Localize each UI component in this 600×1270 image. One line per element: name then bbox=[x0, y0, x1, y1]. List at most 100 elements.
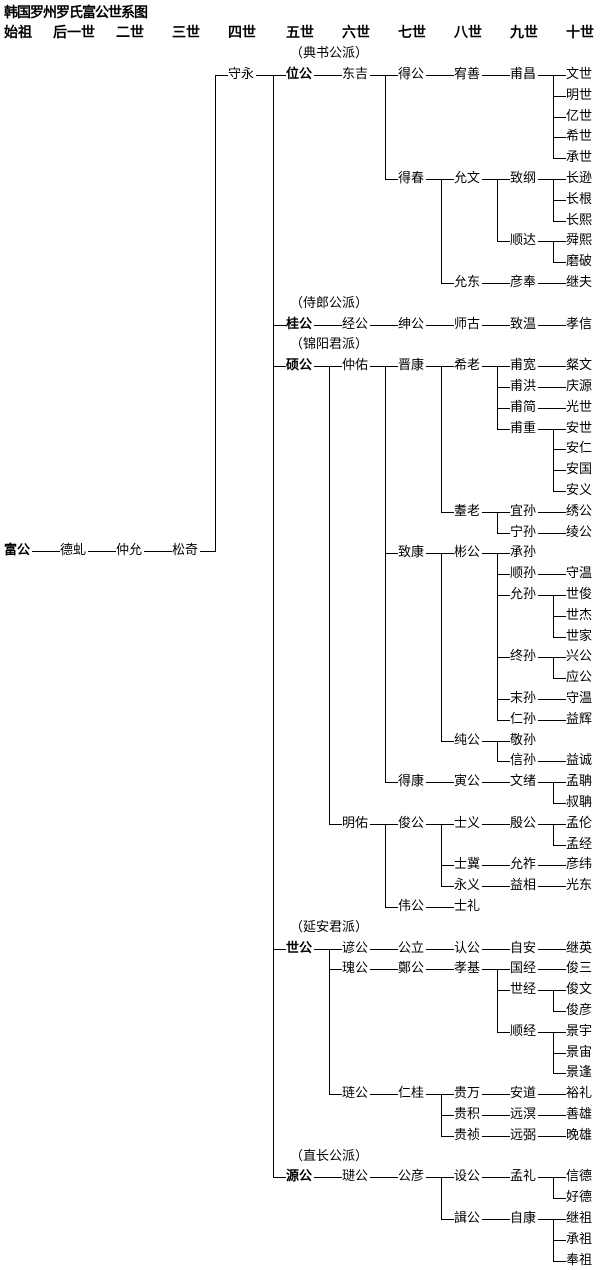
person-name: 彬公 bbox=[454, 545, 481, 562]
person-name: 文绪 bbox=[510, 774, 537, 791]
person-name: 经公 bbox=[342, 316, 369, 333]
connector-line bbox=[314, 75, 342, 76]
connector-line bbox=[553, 637, 566, 638]
person-name: 应公 bbox=[566, 670, 593, 687]
connector-line bbox=[426, 325, 454, 326]
connector-line bbox=[482, 969, 497, 970]
connector-line bbox=[553, 429, 566, 430]
person-name: 末孙 bbox=[510, 691, 537, 707]
connector-line bbox=[553, 470, 566, 471]
person-name: 守温 bbox=[566, 691, 593, 707]
branch-label: （锦阳君派） bbox=[290, 337, 369, 353]
person-name: 终孙 bbox=[510, 649, 537, 666]
connector-line bbox=[426, 782, 454, 783]
connector-line bbox=[441, 179, 442, 284]
connector-line bbox=[553, 200, 566, 201]
person-name: 富公 bbox=[4, 543, 31, 559]
person-name: 位公 bbox=[286, 67, 313, 83]
generation-label: 四世 bbox=[228, 25, 256, 41]
person-name: 认公 bbox=[454, 940, 481, 957]
connector-line bbox=[497, 574, 510, 575]
connector-line bbox=[482, 283, 510, 284]
connector-line bbox=[538, 1094, 566, 1095]
connector-line bbox=[553, 179, 566, 180]
connector-line bbox=[441, 1094, 454, 1095]
connector-line bbox=[538, 949, 566, 950]
connector-line bbox=[482, 741, 497, 742]
person-name: 永义 bbox=[454, 878, 481, 895]
connector-line bbox=[441, 865, 454, 866]
connector-line bbox=[273, 1177, 286, 1178]
connector-line bbox=[426, 949, 454, 950]
connector-line bbox=[553, 75, 566, 76]
person-name: 谚公 bbox=[342, 940, 369, 957]
connector-line bbox=[538, 574, 566, 575]
person-name: 益相 bbox=[510, 878, 537, 895]
connector-line bbox=[553, 824, 566, 825]
connector-line bbox=[497, 741, 498, 762]
person-name: 敬孙 bbox=[510, 732, 537, 749]
person-name: 安世 bbox=[566, 420, 593, 437]
person-name: 益辉 bbox=[566, 711, 593, 728]
connector-line bbox=[553, 616, 566, 617]
person-name: 明世 bbox=[566, 87, 593, 104]
connector-line bbox=[497, 429, 510, 430]
connector-line bbox=[482, 865, 510, 866]
person-name: 甫重 bbox=[510, 420, 537, 437]
connector-line bbox=[538, 75, 553, 76]
person-name: 致纲 bbox=[510, 171, 537, 187]
connector-line bbox=[497, 408, 510, 409]
connector-line bbox=[553, 595, 566, 596]
connector-line bbox=[385, 75, 386, 180]
connector-line bbox=[497, 595, 510, 596]
connector-line bbox=[553, 1198, 566, 1199]
person-name: 孟伦 bbox=[566, 815, 593, 832]
person-name: 致温 bbox=[510, 316, 537, 333]
connector-line bbox=[385, 782, 398, 783]
connector-line bbox=[553, 241, 554, 263]
chart-title: 韩国罗州罗氏富公世系图 bbox=[4, 5, 148, 21]
connector-line bbox=[314, 366, 329, 367]
connector-line bbox=[200, 551, 215, 552]
connector-line bbox=[385, 366, 386, 783]
connector-line bbox=[553, 262, 566, 263]
person-name: 致康 bbox=[398, 545, 425, 562]
person-name: 殷公 bbox=[510, 815, 537, 832]
connector-line bbox=[553, 990, 566, 991]
person-name: 舜熙 bbox=[566, 233, 593, 250]
person-name: 明佑 bbox=[342, 815, 369, 832]
connector-line bbox=[426, 75, 454, 76]
person-name: 晚雄 bbox=[566, 1127, 593, 1144]
person-name: 景宙 bbox=[566, 1044, 593, 1061]
connector-line bbox=[538, 387, 566, 388]
connector-line bbox=[497, 1032, 510, 1033]
person-name: 安仁 bbox=[566, 441, 593, 458]
branch-label: （直长公派） bbox=[290, 1148, 369, 1164]
person-name: 顺达 bbox=[510, 233, 537, 250]
connector-line bbox=[497, 533, 510, 534]
connector-line bbox=[441, 741, 454, 742]
person-name: 顺孙 bbox=[510, 566, 537, 583]
connector-line bbox=[426, 366, 441, 367]
person-name: 好德 bbox=[566, 1190, 593, 1207]
connector-line bbox=[553, 117, 566, 118]
connector-line bbox=[538, 990, 553, 991]
connector-line bbox=[553, 1177, 566, 1178]
connector-line bbox=[370, 75, 385, 76]
connector-line bbox=[482, 1219, 510, 1220]
connector-line bbox=[385, 553, 398, 554]
connector-line bbox=[538, 782, 553, 783]
connector-line bbox=[385, 824, 386, 908]
connector-line bbox=[538, 1032, 553, 1033]
person-name: 允文 bbox=[454, 171, 481, 187]
person-name: 希老 bbox=[454, 358, 481, 375]
connector-line bbox=[538, 720, 566, 721]
connector-line bbox=[538, 657, 553, 658]
connector-line bbox=[553, 782, 566, 783]
person-name: 远溟 bbox=[510, 1107, 537, 1123]
connector-line bbox=[553, 449, 566, 450]
generation-label: 始祖 bbox=[4, 25, 32, 41]
person-name: 世杰 bbox=[566, 607, 593, 624]
connector-line bbox=[441, 1177, 442, 1220]
connector-line bbox=[370, 1177, 398, 1178]
